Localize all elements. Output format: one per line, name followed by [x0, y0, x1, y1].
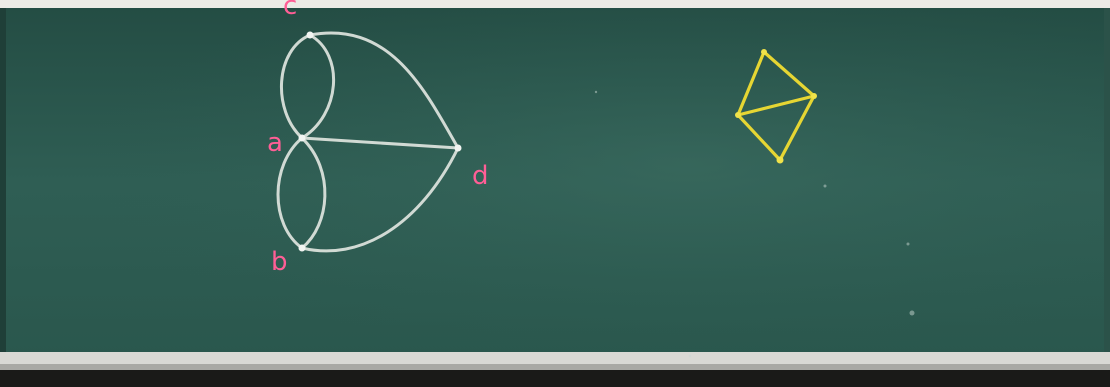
floor-dark — [0, 370, 1110, 387]
vertex-a — [299, 135, 306, 142]
label-c: c — [283, 0, 297, 21]
label-b: b — [271, 247, 288, 277]
vertex-top — [761, 49, 767, 55]
vertex-left — [735, 112, 741, 118]
dust-speck — [907, 243, 910, 246]
board-edge-right — [1104, 8, 1110, 358]
vertex-bottom — [777, 157, 784, 164]
board-smudge — [0, 8, 1110, 358]
label-a: a — [267, 128, 283, 158]
dust-speck — [595, 91, 597, 93]
vertex-right — [811, 93, 817, 99]
board-edge-left — [0, 8, 6, 358]
vertex-d — [455, 145, 462, 152]
dust-speck — [689, 355, 691, 357]
chalk-tray-shadow — [0, 364, 1110, 370]
vertex-b — [299, 245, 306, 252]
label-d: d — [472, 161, 489, 191]
dust-speck — [910, 311, 915, 316]
vertex-c — [307, 32, 314, 39]
dust-speck — [824, 185, 827, 188]
